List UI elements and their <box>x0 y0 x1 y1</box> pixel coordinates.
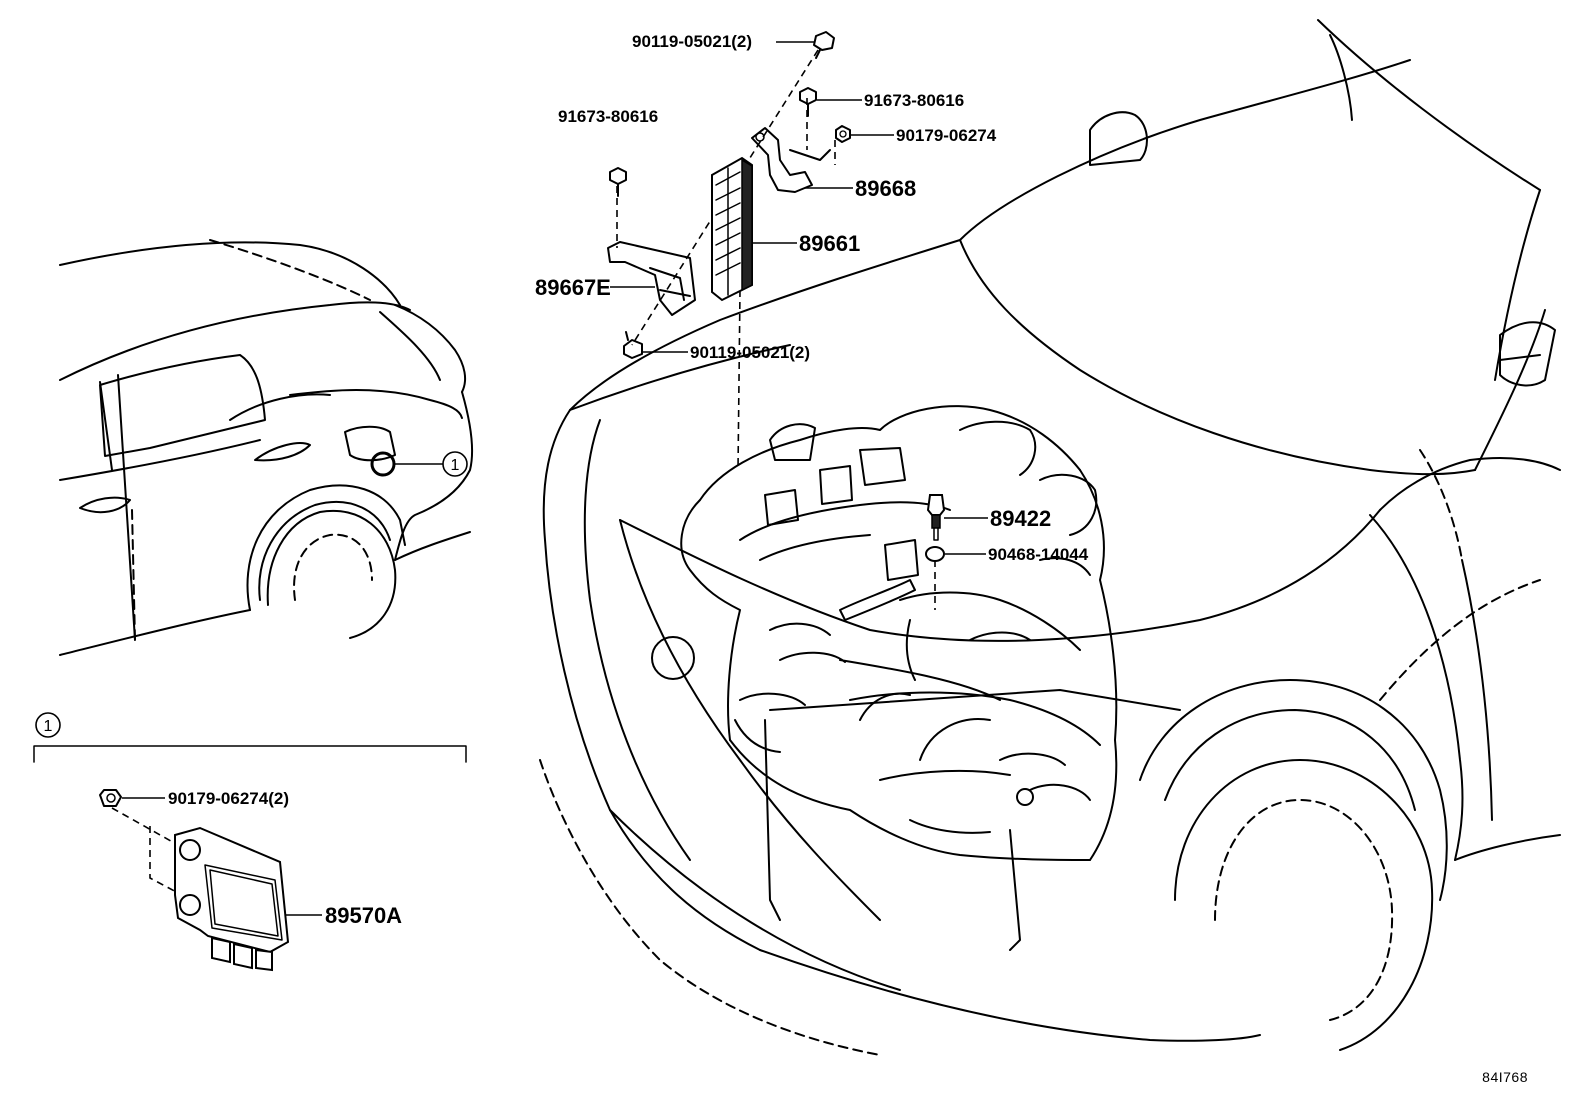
bolt-90119-05021-bottom <box>623 331 643 359</box>
label-91673-80616-right: 91673-80616 <box>864 91 964 110</box>
part-labels: 90119-05021(2) 91673-80616 91673-80616 9… <box>168 32 1089 928</box>
bracket-89667e <box>607 241 696 316</box>
module-89570a <box>174 826 290 972</box>
bracket-89668 <box>751 127 831 193</box>
engine-assembly <box>680 405 1181 951</box>
ecu-89661 <box>711 156 753 302</box>
bolt-91673-80616-left <box>609 167 627 197</box>
label-89667e: 89667E <box>535 275 611 300</box>
rear-vehicle-view: 1 <box>59 239 473 656</box>
oring-90468-14044 <box>925 546 945 562</box>
sensor-89422 <box>926 494 946 541</box>
label-89668: 89668 <box>855 176 916 201</box>
bolt-90119-05021-top <box>813 31 835 59</box>
label-89661: 89661 <box>799 231 860 256</box>
detail-inset: 1 <box>33 712 467 972</box>
detail-callout-number: 1 <box>44 718 53 735</box>
label-91673-80616-left: 91673-80616 <box>558 107 658 126</box>
label-90179-06274-2: 90179-06274(2) <box>168 789 289 808</box>
label-90119-05021-top: 90119-05021(2) <box>632 32 752 51</box>
label-90119-05021-bottom: 90119-05021(2) <box>690 343 810 362</box>
reference-code: 84I768 <box>1482 1069 1528 1085</box>
nut-90179-06274 <box>835 125 851 143</box>
bolt-91673-80616-right <box>799 87 817 117</box>
label-90468-14044: 90468-14044 <box>988 545 1089 564</box>
label-89422: 89422 <box>990 506 1051 531</box>
front-vehicle-view <box>539 19 1561 1056</box>
label-90179-06274: 90179-06274 <box>896 126 997 145</box>
label-89570a: 89570A <box>325 903 402 928</box>
nut-90179-06274-2 <box>99 789 122 807</box>
callout-number: 1 <box>451 457 460 474</box>
